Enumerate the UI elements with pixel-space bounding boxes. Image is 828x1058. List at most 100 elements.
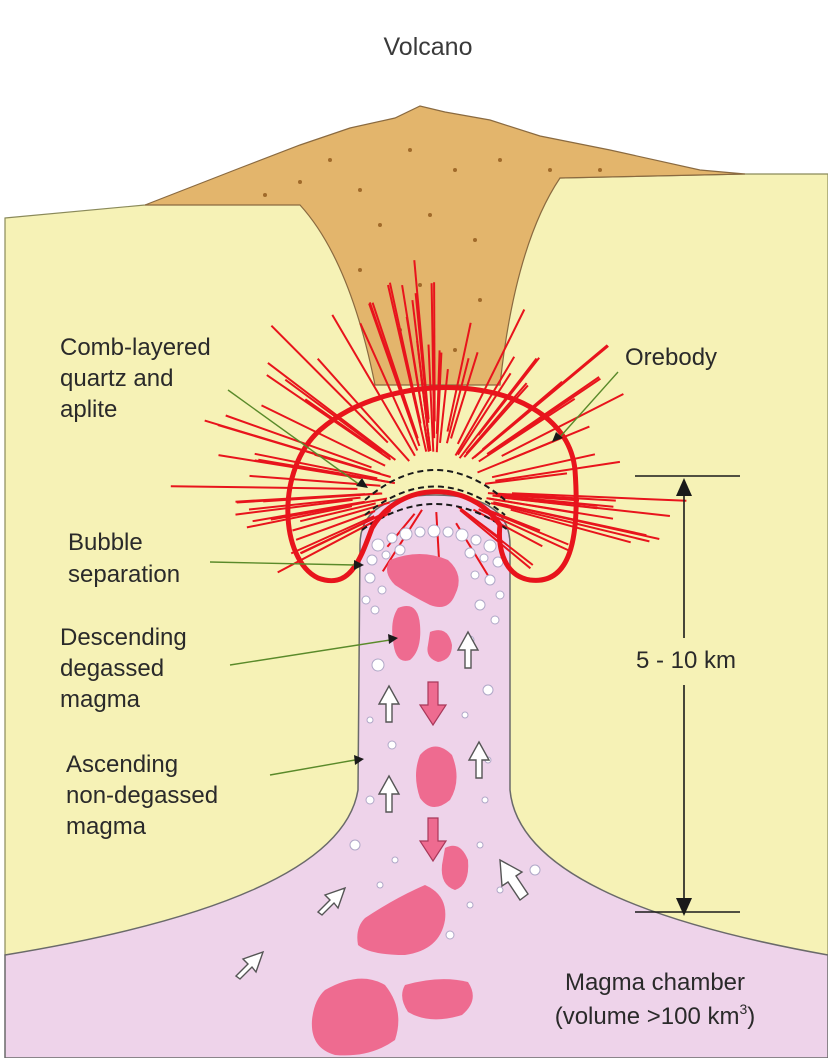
bubble [427,524,441,538]
vein [510,508,631,544]
vein [433,282,436,422]
ascending-arrows [234,630,529,980]
vein [491,453,596,479]
bubble [361,595,371,605]
vein [246,505,353,529]
bubble [371,538,385,552]
vein [465,382,528,455]
bubble [470,534,482,546]
radial-veins [170,260,687,578]
bubble [377,585,387,595]
bubble [455,528,469,542]
volcano-edifice [144,105,746,386]
vein [295,510,376,541]
bubble [399,527,413,541]
label-magma-chamber: Magma chamber [565,969,745,996]
bubble [394,544,406,556]
vein [446,322,472,432]
conduit-bubbles [349,605,541,940]
vein [488,497,577,515]
leader-arrowheads [354,432,563,765]
bubble [366,554,378,566]
vein [501,425,590,464]
label-chamber-volume: (volume >100 km3) [555,1001,756,1030]
bubble-layer [361,524,505,625]
bubble [479,553,489,563]
vein [481,380,563,451]
orebody-outline [285,385,579,583]
vein [491,511,569,546]
vein [235,493,365,503]
vein [413,260,430,420]
vein [493,501,647,537]
vein [299,510,389,555]
bubble [490,615,500,625]
vein [463,384,529,458]
vein [371,302,419,439]
vein [411,299,432,450]
vein [445,358,470,444]
vein [490,502,650,543]
bubble [364,572,376,584]
vein [495,460,621,482]
bubble [414,526,426,538]
vein [454,356,516,457]
vein [368,302,416,433]
vein [435,352,443,453]
depth-scale [635,475,740,913]
arrow-nw [499,858,529,902]
vein [290,515,375,555]
vein [459,509,532,570]
vein [170,485,358,490]
magma-blobs [311,554,473,1056]
vein [270,324,389,444]
label-bubble-separation: Bubble separation [68,529,180,588]
volcano-speckles [263,148,602,352]
bubble [474,599,486,611]
vein [331,314,416,457]
vein [267,362,397,461]
bubble [484,574,496,586]
vein [427,344,435,452]
vein [292,501,390,532]
vein [511,492,687,502]
vein [484,472,568,485]
vein [495,493,580,502]
bubble [470,570,480,580]
vein [500,496,598,510]
vein [487,492,616,502]
vein [388,282,422,424]
vein [506,495,614,508]
arrow-ne-1 [316,886,347,916]
vein [359,322,419,451]
vein [299,502,376,523]
vein [235,498,353,516]
label-ascending: Ascending non-degassed magma [66,751,225,840]
bubble [483,539,497,553]
descending-arrows [418,681,448,863]
vein [217,424,364,470]
vein [266,374,392,461]
bubble [381,550,391,560]
label-comb-layered: Comb-layered quartz and aplite [60,334,217,423]
bubble [442,526,454,538]
title-volcano: Volcano [384,33,473,61]
comb-layered-arcs [361,469,509,531]
vein [401,284,430,452]
arrow-ne-2 [234,950,265,980]
label-depth: 5 - 10 km [636,647,736,674]
vein [261,404,386,467]
depth-scale-arrowheads [676,478,692,916]
vein [457,372,512,456]
vein [254,452,378,480]
vein [387,284,428,452]
vein [316,358,410,462]
label-descending: Descending degassed magma [60,624,193,713]
bubble [386,532,398,544]
bubble [464,547,476,559]
leader-lines [209,371,619,776]
label-orebody: Orebody [625,344,717,371]
vein [501,393,624,457]
vein [248,496,361,511]
